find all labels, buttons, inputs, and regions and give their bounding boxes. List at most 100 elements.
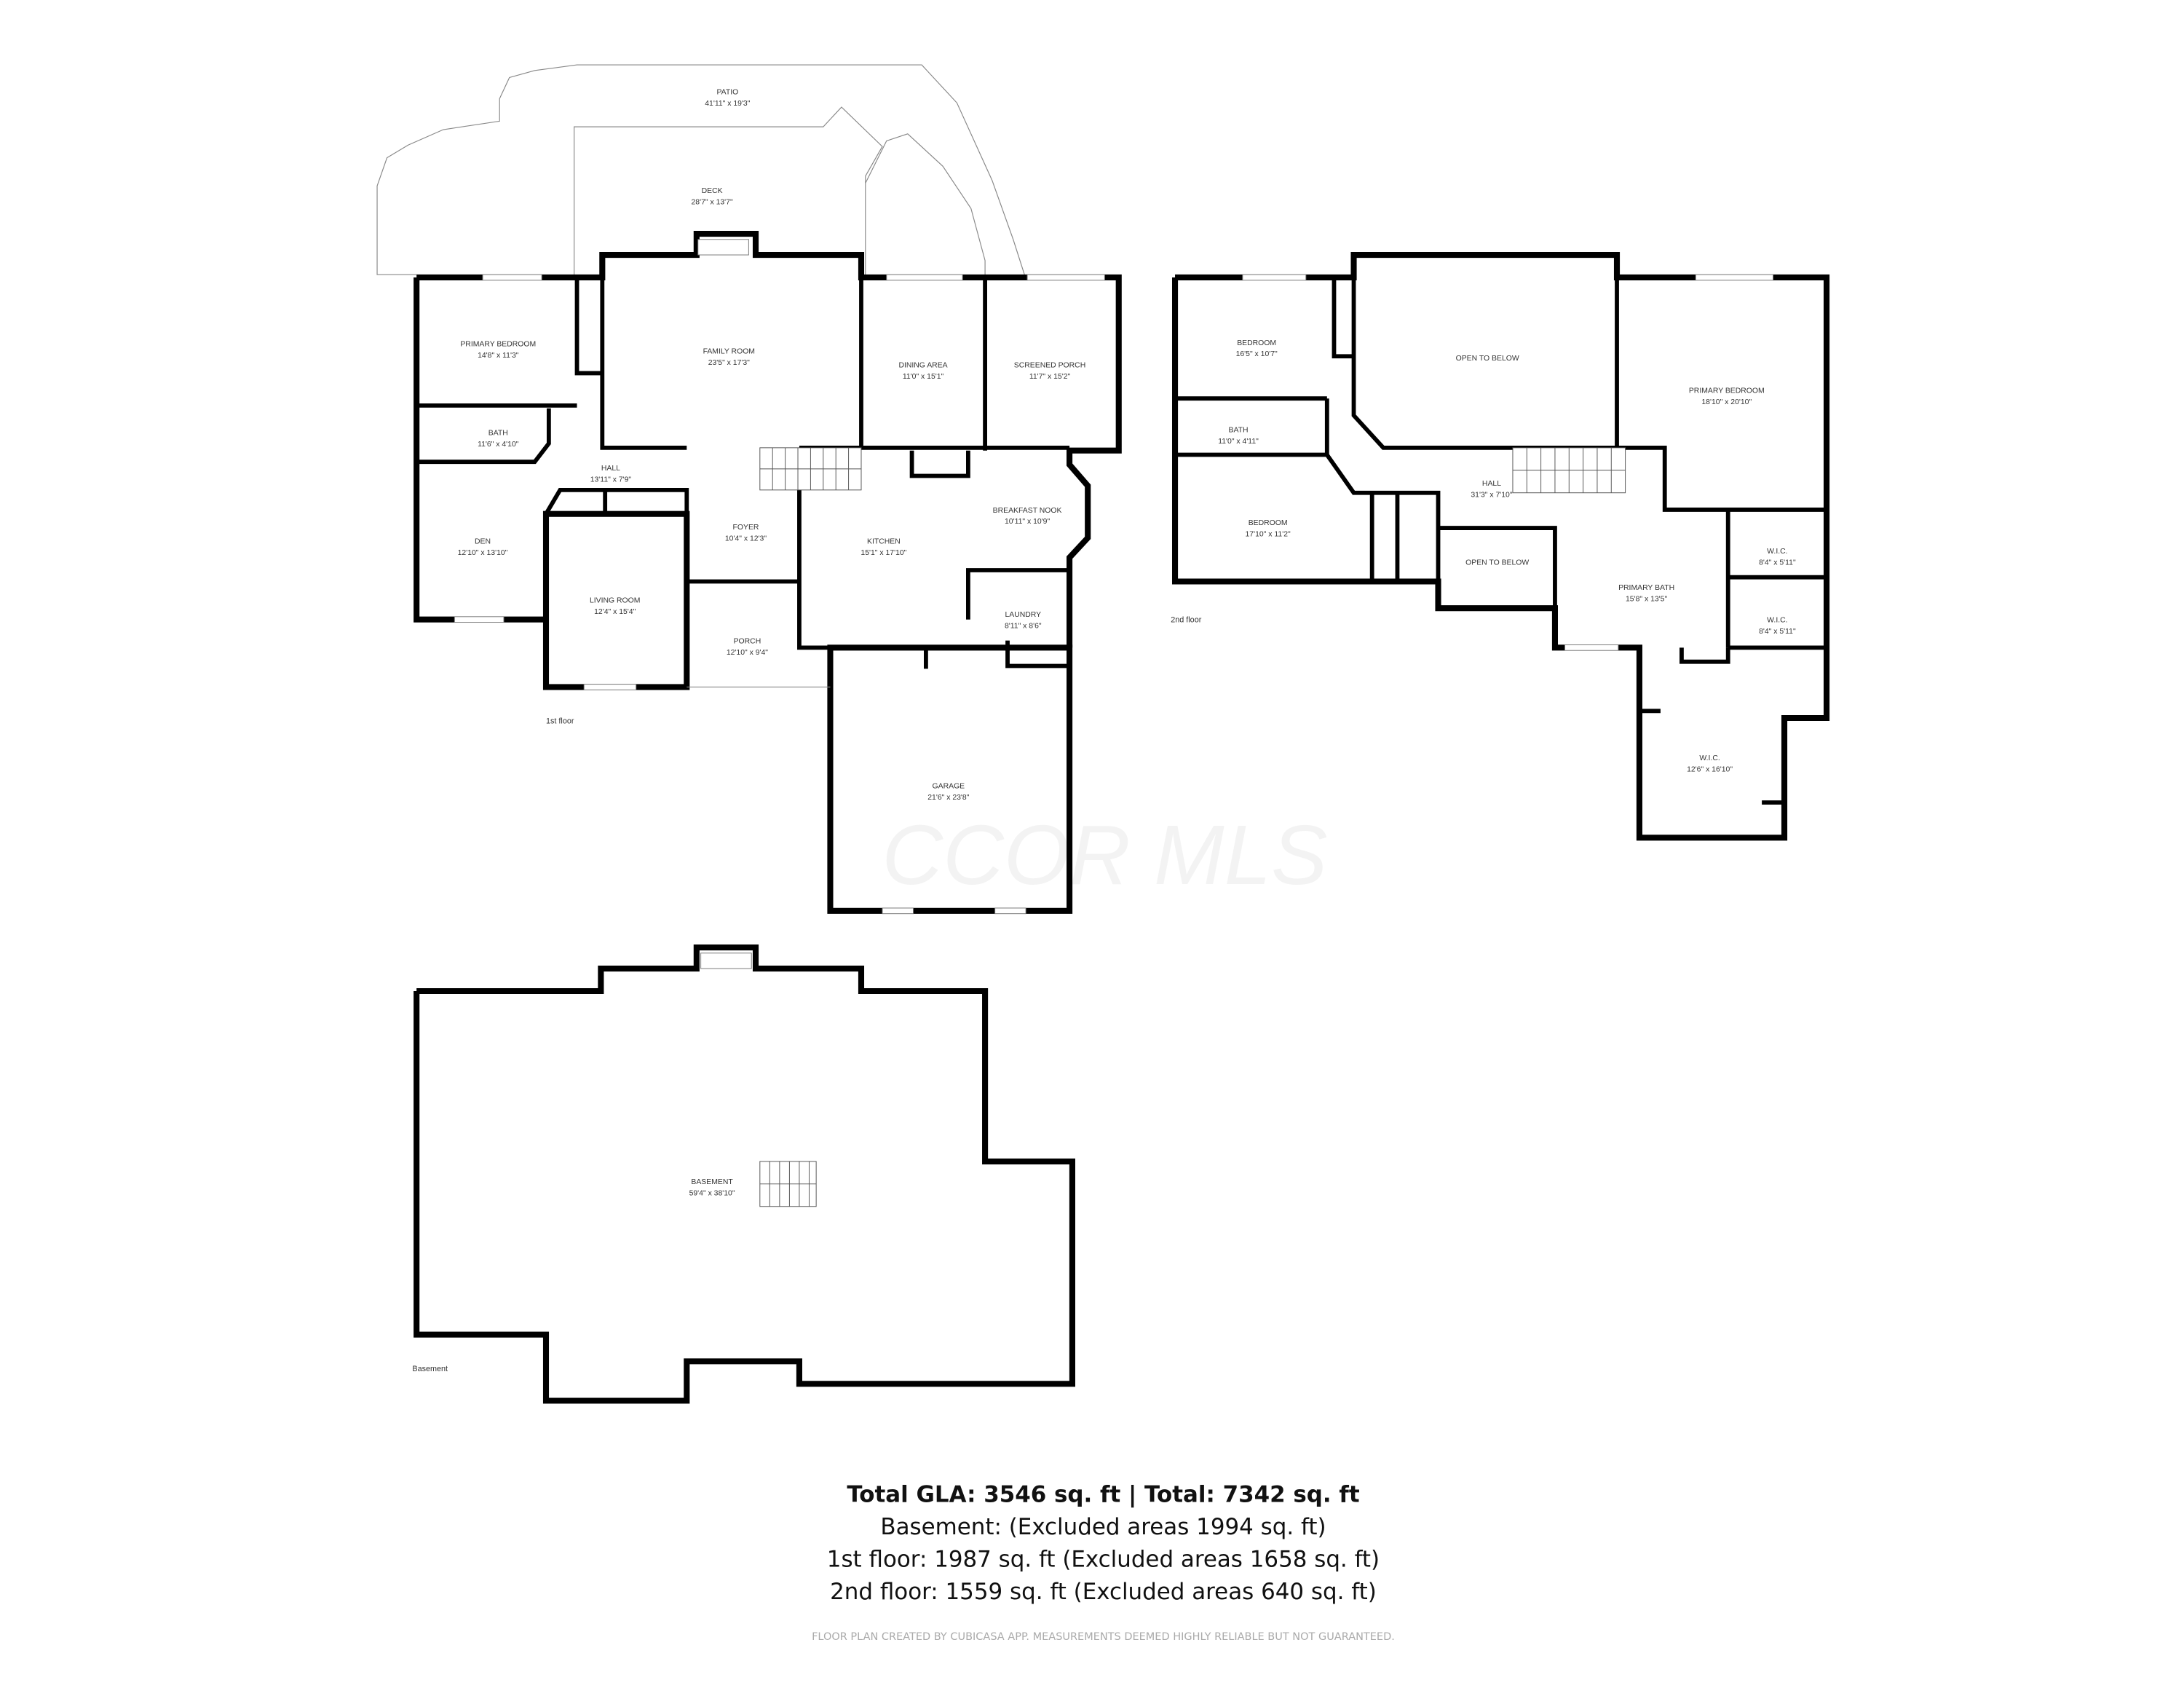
room-size-bedroom: 16'5" x 10'7": [1236, 350, 1278, 358]
room-size-den: 12'10" x 13'10": [458, 549, 508, 557]
room-size-primary-bedroom: 14'8" x 11'3": [478, 352, 519, 360]
room-name-family-room: FAMILY ROOM: [703, 347, 755, 355]
room-name-kitchen: KITCHEN: [867, 537, 901, 545]
room-name-dining-area: DINING AREA: [898, 362, 947, 370]
room-name-open-to-below: OPEN TO BELOW: [1465, 559, 1529, 567]
disclaimer: FLOOR PLAN CREATED BY CUBICASA APP. MEAS…: [812, 1631, 1395, 1643]
watermark: CCOR MLS: [882, 808, 1327, 902]
kitchen-fireplace: [909, 450, 970, 478]
stair-treads: [759, 1161, 817, 1207]
room-size-bedroom: 17'10" x 11'2": [1246, 531, 1291, 539]
second-floor-area: 2nd floor: 1559 sq. ft (Excluded areas 6…: [830, 1579, 1377, 1605]
interior-wall: [1005, 640, 1070, 669]
stair-treads: [1512, 447, 1626, 493]
interior-wall: [1175, 452, 1441, 609]
window: [1026, 274, 1105, 281]
room-size-breakfast-nook: 10'11" x 10'9": [1005, 518, 1050, 526]
room-name-w-i-c: W.I.C.: [1767, 617, 1787, 625]
interior-wall: [1438, 526, 1557, 609]
window: [1564, 644, 1619, 651]
room-size-porch: 12'10" x 9'4": [727, 649, 768, 657]
room-size-hall: 31'3" x 7'10": [1471, 492, 1512, 500]
room-size-screened-porch: 11'7" x 15'2": [1029, 373, 1071, 381]
room-size-kitchen: 15'1" x 17'10": [860, 549, 906, 557]
room-size-foyer: 10'4" x 12'3": [725, 535, 767, 543]
interior-wall: [600, 255, 687, 450]
window: [994, 907, 1026, 915]
room-name-laundry: LAUNDRY: [1005, 611, 1041, 619]
deck-curve: [865, 133, 986, 277]
room-name-bath: BATH: [1229, 427, 1249, 435]
interior-wall: [544, 487, 689, 516]
basement-plan: [414, 944, 1075, 1404]
basement-label: Basement: [412, 1365, 448, 1373]
total-area: Total GLA: 3546 sq. ft | Total: 7342 sq.…: [847, 1482, 1359, 1508]
room-size-dining-area: 11'0" x 15'1": [903, 373, 944, 381]
room-size-family-room: 23'5" x 17'3": [708, 359, 750, 367]
room-size-patio: 41'11" x 19'3": [705, 100, 750, 108]
room-size-laundry: 8'11" x 8'6": [1005, 622, 1042, 630]
second-floor-plan: [1171, 251, 1830, 841]
interior-wall: [965, 568, 1070, 620]
window: [454, 616, 505, 623]
room-size-hall: 13'11" x 7'9": [590, 476, 632, 484]
stair-treads: [759, 447, 861, 490]
deck-outline: [574, 106, 883, 277]
room-name-foyer: FOYER: [733, 524, 759, 532]
room-name-primary-bedroom: PRIMARY BEDROOM: [460, 341, 536, 349]
basement-area: Basement: (Excluded areas 1994 sq. ft): [880, 1514, 1326, 1540]
garage-walls: [827, 644, 1073, 914]
room-size-bath: 11'0" x 4'11": [1218, 438, 1259, 446]
room-size-garage: 21'6" x 23'8": [927, 794, 969, 802]
first-floor-plan: [376, 64, 1122, 915]
room-name-screened-porch: SCREENED PORCH: [1014, 362, 1085, 370]
room-name-open-to-below: OPEN TO BELOW: [1456, 355, 1519, 363]
room-name-basement: BASEMENT: [691, 1178, 733, 1186]
fireplace: [697, 239, 749, 256]
room-size-primary-bedroom: 18'10" x 20'10": [1701, 398, 1752, 406]
room-name-garage: GARAGE: [933, 783, 965, 791]
window: [482, 274, 542, 281]
window: [1242, 274, 1307, 281]
window: [1695, 274, 1774, 281]
room-size-living-room: 12'4" x 15'4": [594, 608, 636, 616]
room-name-deck: DECK: [702, 187, 723, 195]
second-floor-label: 2nd floor: [1171, 616, 1201, 625]
room-size-deck: 28'7" x 13'7": [692, 198, 733, 206]
room-size-w-i-c: 8'4" x 5'11": [1759, 559, 1796, 567]
room-name-patio: PATIO: [716, 89, 738, 97]
exterior-wall: [416, 230, 1122, 648]
room-name-bedroom: BEDROOM: [1249, 519, 1288, 527]
room-name-porch: PORCH: [734, 638, 761, 646]
room-labels: PATIO 41'11" x 19'3" DECK 28'7" x 13'7" PRIM…: [458, 89, 1796, 1198]
interior-wall: [416, 408, 551, 465]
room-name-primary-bath: PRIMARY BATH: [1618, 584, 1674, 592]
room-size-bath: 11'6" x 4'10": [478, 441, 519, 449]
window: [583, 684, 637, 690]
patio-outline: [376, 64, 1025, 275]
window: [886, 274, 963, 281]
first-floor-label: 1st floor: [546, 717, 574, 726]
room-name-bedroom: BEDROOM: [1237, 339, 1276, 347]
room-size-primary-bath: 15'8" x 13'5": [1626, 596, 1667, 604]
room-name-hall: HALL: [1482, 480, 1501, 488]
basement-walls: [414, 944, 1075, 1404]
room-name-bath: BATH: [488, 429, 508, 437]
room-name-breakfast-nook: BREAKFAST NOOK: [993, 507, 1062, 515]
room-size-basement: 59'4" x 38'10": [689, 1189, 735, 1197]
room-size-w-i-c: 8'4" x 5'11": [1759, 628, 1796, 636]
room-name-living-room: LIVING ROOM: [590, 596, 641, 604]
interior-wall: [1679, 647, 1730, 664]
room-name-den: DEN: [475, 537, 491, 545]
room-name-w-i-c: W.I.C.: [1767, 548, 1787, 556]
room-size-w-i-c: 12'6" x 16'10": [1687, 765, 1733, 773]
interior-wall: [797, 489, 928, 669]
room-name-hall: HALL: [601, 465, 620, 473]
first-floor-area: 1st floor: 1987 sq. ft (Excluded areas 1…: [827, 1547, 1380, 1573]
fireplace: [700, 953, 752, 969]
interior-wall: [1332, 277, 1354, 359]
window: [882, 907, 914, 915]
room-name-primary-bedroom: PRIMARY BEDROOM: [1689, 387, 1765, 395]
interior-wall: [574, 277, 603, 376]
